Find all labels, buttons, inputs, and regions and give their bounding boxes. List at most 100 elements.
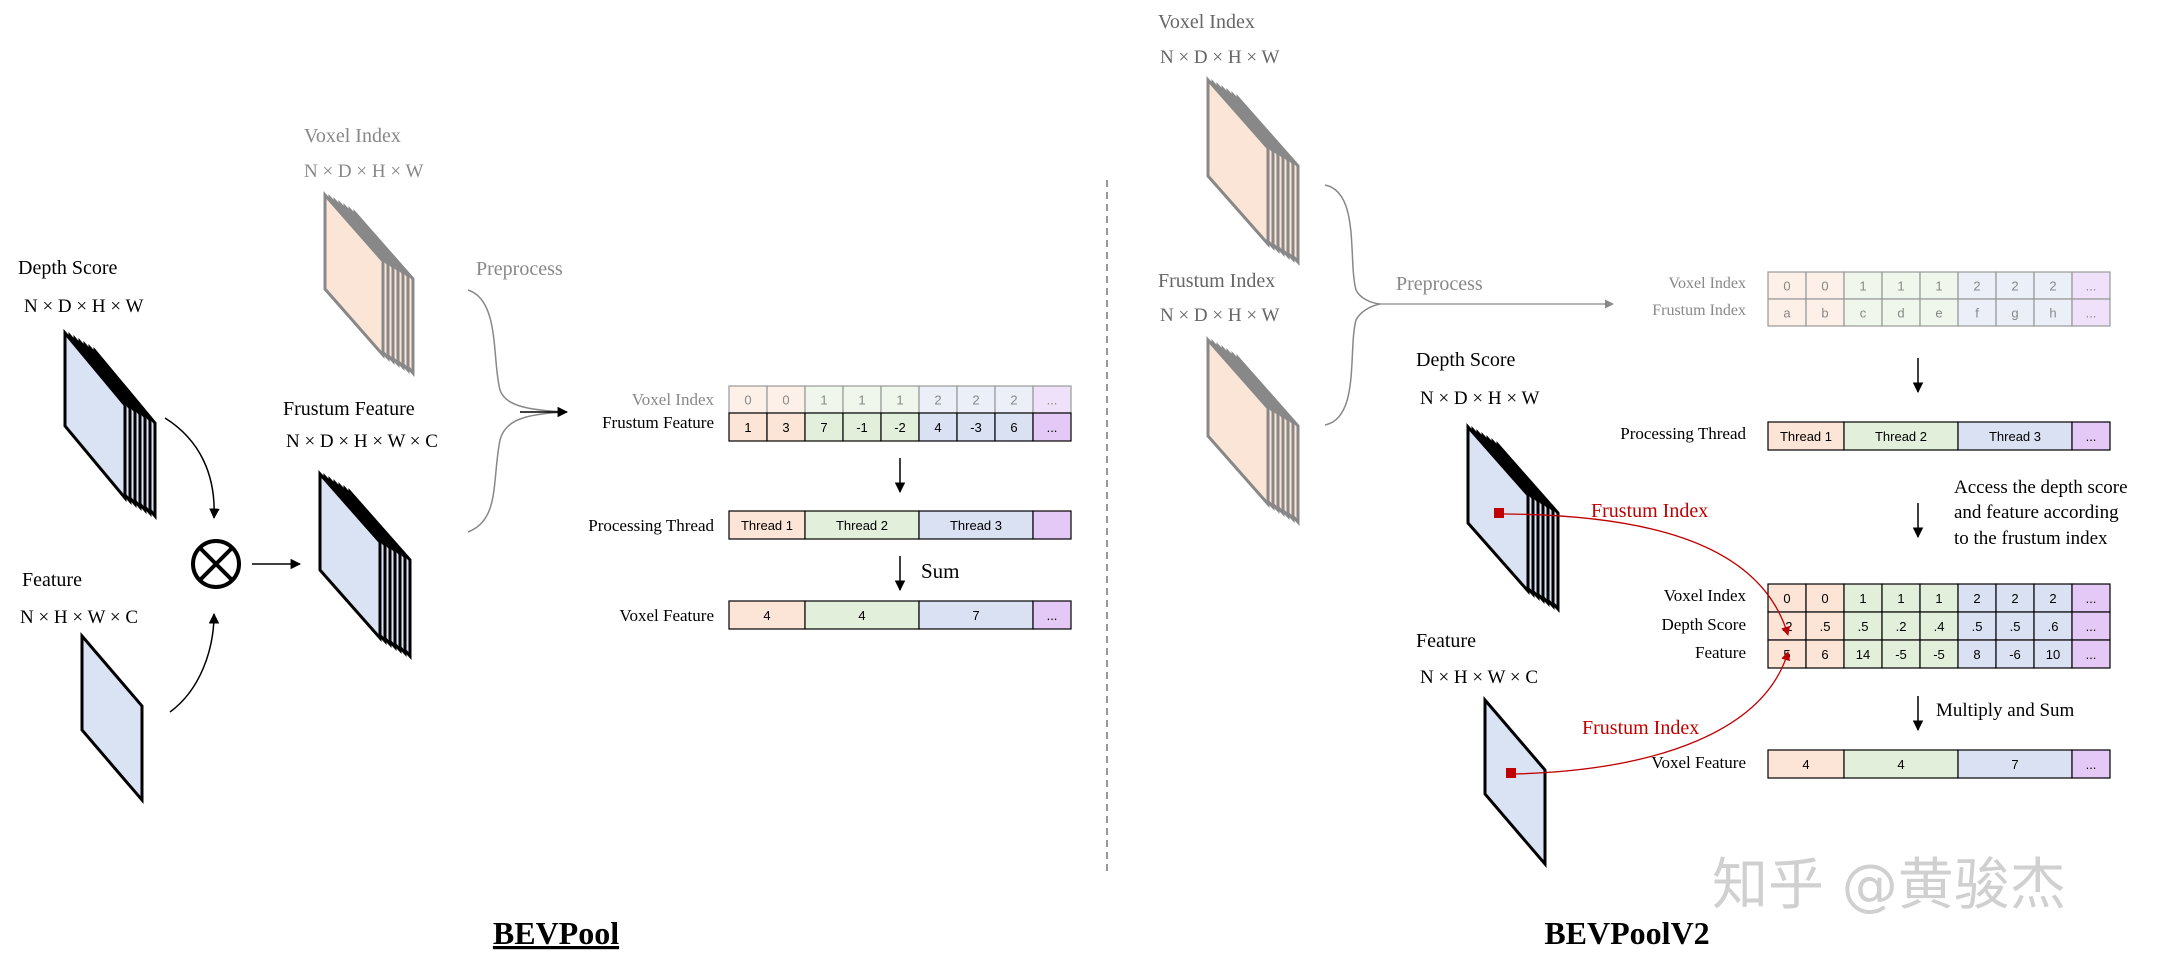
left-voxel-feature-row-value: 4 xyxy=(763,608,770,623)
left-voxel-feature-row-cell xyxy=(918,600,1034,630)
right-voxel-index2-row-value: 1 xyxy=(1859,591,1866,606)
left-frustum-feature-row-cell xyxy=(728,412,768,442)
right-voxel-feature-row-cell xyxy=(1767,749,1845,779)
right-feature-row-value: -5 xyxy=(1895,647,1907,662)
right-voxel-index-row-value: 1 xyxy=(1859,279,1866,294)
left-feature-label: Feature xyxy=(22,569,82,591)
left-frustum-feature-row-cell xyxy=(1032,412,1072,442)
left-voxel-index-row-value: 1 xyxy=(858,393,865,408)
right-voxel-index-row-value: 2 xyxy=(1973,279,1980,294)
left-voxel-index-row-cell xyxy=(728,385,768,414)
left-frustum-feature-row-value: -3 xyxy=(970,420,982,435)
right-depth-score-row-cell xyxy=(2033,611,2073,641)
right-feature-shape: N × H × W × C xyxy=(1420,667,1538,688)
right-voxel-index-row-value: 1 xyxy=(1935,279,1942,294)
left-frustum-feature-row-cell xyxy=(880,412,920,442)
right-table-voxel-index-label: Voxel Index xyxy=(1669,275,1746,292)
right-feature-row-cell xyxy=(1995,639,2035,669)
right-feature-row-cell xyxy=(1957,639,1997,669)
right-voxel-index2-row-cell xyxy=(2033,583,2073,613)
left-frustum-feature-row-value: ... xyxy=(1047,420,1058,435)
right-feature-row-value: -5 xyxy=(1933,647,1945,662)
right-depth-score-row-value: .5 xyxy=(1820,619,1831,634)
right-thread-row-cell xyxy=(1767,421,1845,451)
right-frustum-index-row-value: ... xyxy=(2086,306,2097,321)
left-voxel-index-row-value: 0 xyxy=(744,393,751,408)
feature-to-multiply-arrow xyxy=(169,612,220,713)
left-sum-label: Sum xyxy=(921,559,960,583)
left-depth-score-stack xyxy=(63,328,157,521)
right-frustum-index-row-value: c xyxy=(1860,306,1867,321)
right-table-depth-score-label: Depth Score xyxy=(1661,615,1746,634)
right-frustum-index-row-cell xyxy=(2033,298,2073,327)
right-voxel-index-row-value: 2 xyxy=(2011,279,2018,294)
right-voxel-index2-row-value: 0 xyxy=(1821,591,1828,606)
right-frustum-index-stack xyxy=(1206,336,1300,526)
frustum-index-arrow-depth xyxy=(1503,513,1791,636)
right-feature-row-value: -6 xyxy=(2009,647,2021,662)
right-frustum-index-row-cell xyxy=(2071,298,2111,327)
right-feature-row-cell xyxy=(1805,639,1845,669)
right-voxel-index2-row-value: 2 xyxy=(1973,591,1980,606)
right-frustum-index-row-value: g xyxy=(2011,306,2018,321)
right-voxel-index-row-value: 0 xyxy=(1783,279,1790,294)
left-thread-row-value: Thread 2 xyxy=(836,518,888,533)
left-frustum-feature-row-cell xyxy=(956,412,996,442)
right-preprocess-label: Preprocess xyxy=(1396,273,1483,295)
left-frustum-feature-row-value: 3 xyxy=(782,420,789,435)
right-preprocess-brace xyxy=(1324,184,1381,426)
multiply-operator-icon xyxy=(191,539,241,589)
depth-to-multiply-arrow xyxy=(164,417,220,520)
right-feature-slice xyxy=(1483,695,1547,869)
right-table-feature-label: Feature xyxy=(1695,643,1746,662)
left-frustum-feature-row-value: -2 xyxy=(894,420,906,435)
right-voxel-feature-row-cell xyxy=(2071,749,2111,779)
left-voxel-index-row-value: 1 xyxy=(820,393,827,408)
right-feature-row-value: 6 xyxy=(1821,647,1828,662)
left-depth-score-label: Depth Score xyxy=(18,257,118,279)
left-voxel-index-stack xyxy=(323,191,415,377)
right-table-voxel-index2-label: Voxel Index xyxy=(1664,586,1747,605)
right-voxel-index2-row-value: 1 xyxy=(1897,591,1904,606)
right-feature-row-value: 10 xyxy=(2046,647,2060,662)
right-voxel-index-row-cell xyxy=(1805,271,1845,300)
right-frustum-index-row-value: d xyxy=(1897,306,1904,321)
left-voxel-index-row-cell xyxy=(994,385,1034,414)
right-voxel-index2-row-value: 2 xyxy=(2049,591,2056,606)
right-voxel-index2-row-cell xyxy=(1995,583,2035,613)
right-voxel-index-row-cell xyxy=(2071,271,2111,300)
right-voxel-feature-row-value: ... xyxy=(2086,757,2097,772)
right-frustum-index-row-cell xyxy=(1995,298,2035,327)
right-feature-row-cell xyxy=(2033,639,2073,669)
left-frustum-feature-row-cell xyxy=(842,412,882,442)
right-voxel-index-row-value: 0 xyxy=(1821,279,1828,294)
multiply-sum-label: Multiply and Sum xyxy=(1936,700,2075,721)
left-voxel-index-row-cell xyxy=(1032,385,1072,414)
right-feature-row-value: ... xyxy=(2086,647,2097,662)
right-voxel-feature-row-cell xyxy=(1843,749,1959,779)
right-depth-score-row-value: .5 xyxy=(1858,619,1869,634)
right-table-processing-thread-label: Processing Thread xyxy=(1620,424,1746,443)
left-frustum-feature-row-value: -1 xyxy=(856,420,868,435)
left-feature-shape: N × H × W × C xyxy=(20,607,138,628)
right-voxel-index-row-cell xyxy=(1881,271,1921,300)
frustum-index-label-2: Frustum Index xyxy=(1582,717,1699,739)
left-thread-row-cell xyxy=(1032,510,1072,540)
right-voxel-index-row-value: ... xyxy=(2086,279,2097,294)
left-voxel-index-row-cell xyxy=(918,385,958,414)
right-voxel-feature-row-value: 4 xyxy=(1897,757,1904,772)
right-frustum-index-row-value: f xyxy=(1975,306,1979,321)
right-voxel-index-row-cell xyxy=(1843,271,1883,300)
right-feature-row-value: 14 xyxy=(1856,647,1870,662)
left-title: BEVPool xyxy=(493,915,619,951)
right-voxel-index-shape: N × D × H × W xyxy=(1160,47,1279,68)
left-voxel-feature-row-value: ... xyxy=(1047,608,1058,623)
left-frustum-feature-row-value: 7 xyxy=(820,420,827,435)
